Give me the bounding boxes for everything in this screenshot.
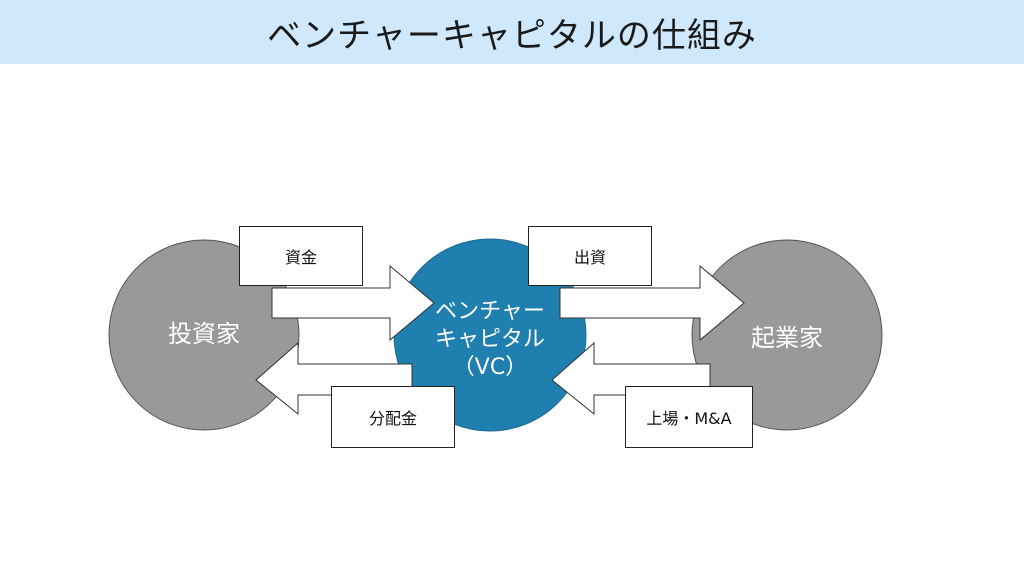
- vc-label-line3: （VC）: [452, 355, 528, 380]
- page-title: ベンチャーキャピタルの仕組み: [267, 15, 757, 56]
- title-bar: ベンチャーキャピタルの仕組み: [0, 0, 1024, 64]
- distribution-label: 分配金: [331, 386, 455, 448]
- investment-arrow: [559, 264, 745, 342]
- exit-label: 上場・M&A: [625, 386, 753, 448]
- vc-label-line1: ベンチャー: [435, 299, 545, 324]
- funds-label: 資金: [239, 226, 363, 286]
- vc-label-line2: キャピタル: [434, 327, 545, 352]
- vc-label: ベンチャー キャピタル （VC）: [410, 298, 570, 382]
- entrepreneur-circle: [691, 239, 883, 431]
- investor-circle: [108, 239, 300, 431]
- investor-label: 投資家: [168, 320, 240, 348]
- funds-arrow: [271, 264, 435, 342]
- entrepreneur-label: 起業家: [751, 324, 823, 352]
- investment-label: 出資: [528, 226, 652, 286]
